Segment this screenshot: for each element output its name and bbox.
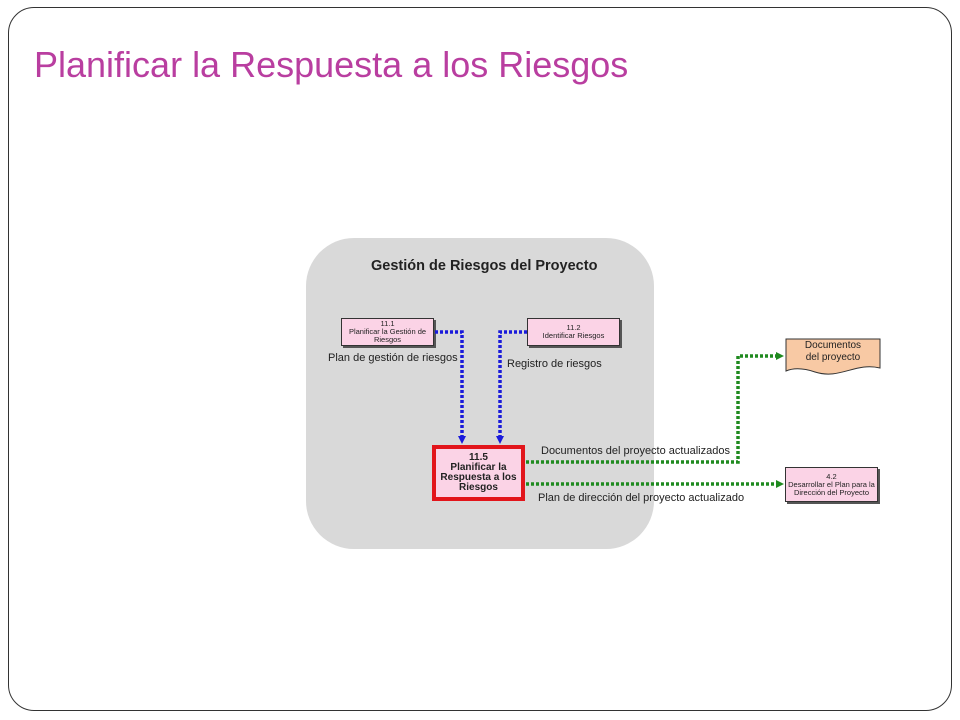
document-shape[interactable] bbox=[785, 338, 881, 376]
flow-label-plan-gestion: Plan de gestión de riesgos bbox=[328, 352, 458, 364]
process-11-2[interactable]: 11.2 Identificar Riesgos bbox=[527, 318, 620, 346]
flow-label-docs-actualizados: Documentos del proyecto actualizados bbox=[541, 445, 730, 457]
input-arrow-registro bbox=[496, 330, 527, 444]
output-arrow-documentos bbox=[526, 352, 784, 464]
process-11-5-main[interactable]: 11.5 Planificar la Respuesta a los Riesg… bbox=[432, 445, 525, 501]
input-arrow-plan-gestion bbox=[435, 330, 466, 444]
process-label: Planificar la Gestión de Riesgos bbox=[348, 327, 427, 344]
process-4-2[interactable]: 4.2 Desarrollar el Plan para la Direcció… bbox=[785, 467, 878, 502]
process-11-1[interactable]: 11.1 Planificar la Gestión de Riesgos bbox=[341, 318, 434, 346]
group-title: Gestión de Riesgos del Proyecto bbox=[371, 258, 598, 274]
document-label-line1: Documentos bbox=[804, 340, 862, 351]
process-label: Desarrollar el Plan para la Dirección de… bbox=[788, 479, 875, 497]
process-label: Planificar la Respuesta a los Riesgos bbox=[440, 462, 517, 493]
process-code: 11.1 bbox=[380, 319, 395, 328]
process-code: 4.2 bbox=[826, 471, 837, 481]
flow-label-plan-direccion: Plan de dirección del proyecto actualiza… bbox=[538, 492, 745, 504]
slide-title: Planificar la Respuesta a los Riesgos bbox=[34, 44, 629, 85]
process-label: Identificar Riesgos bbox=[542, 331, 605, 340]
document-label: Documentos del proyecto bbox=[785, 340, 881, 364]
document-label-line2: del proyecto bbox=[805, 352, 861, 363]
process-code: 11.2 bbox=[566, 323, 581, 332]
flow-label-registro: Registro de riesgos bbox=[507, 358, 602, 370]
process-code: 11.5 bbox=[469, 452, 488, 463]
